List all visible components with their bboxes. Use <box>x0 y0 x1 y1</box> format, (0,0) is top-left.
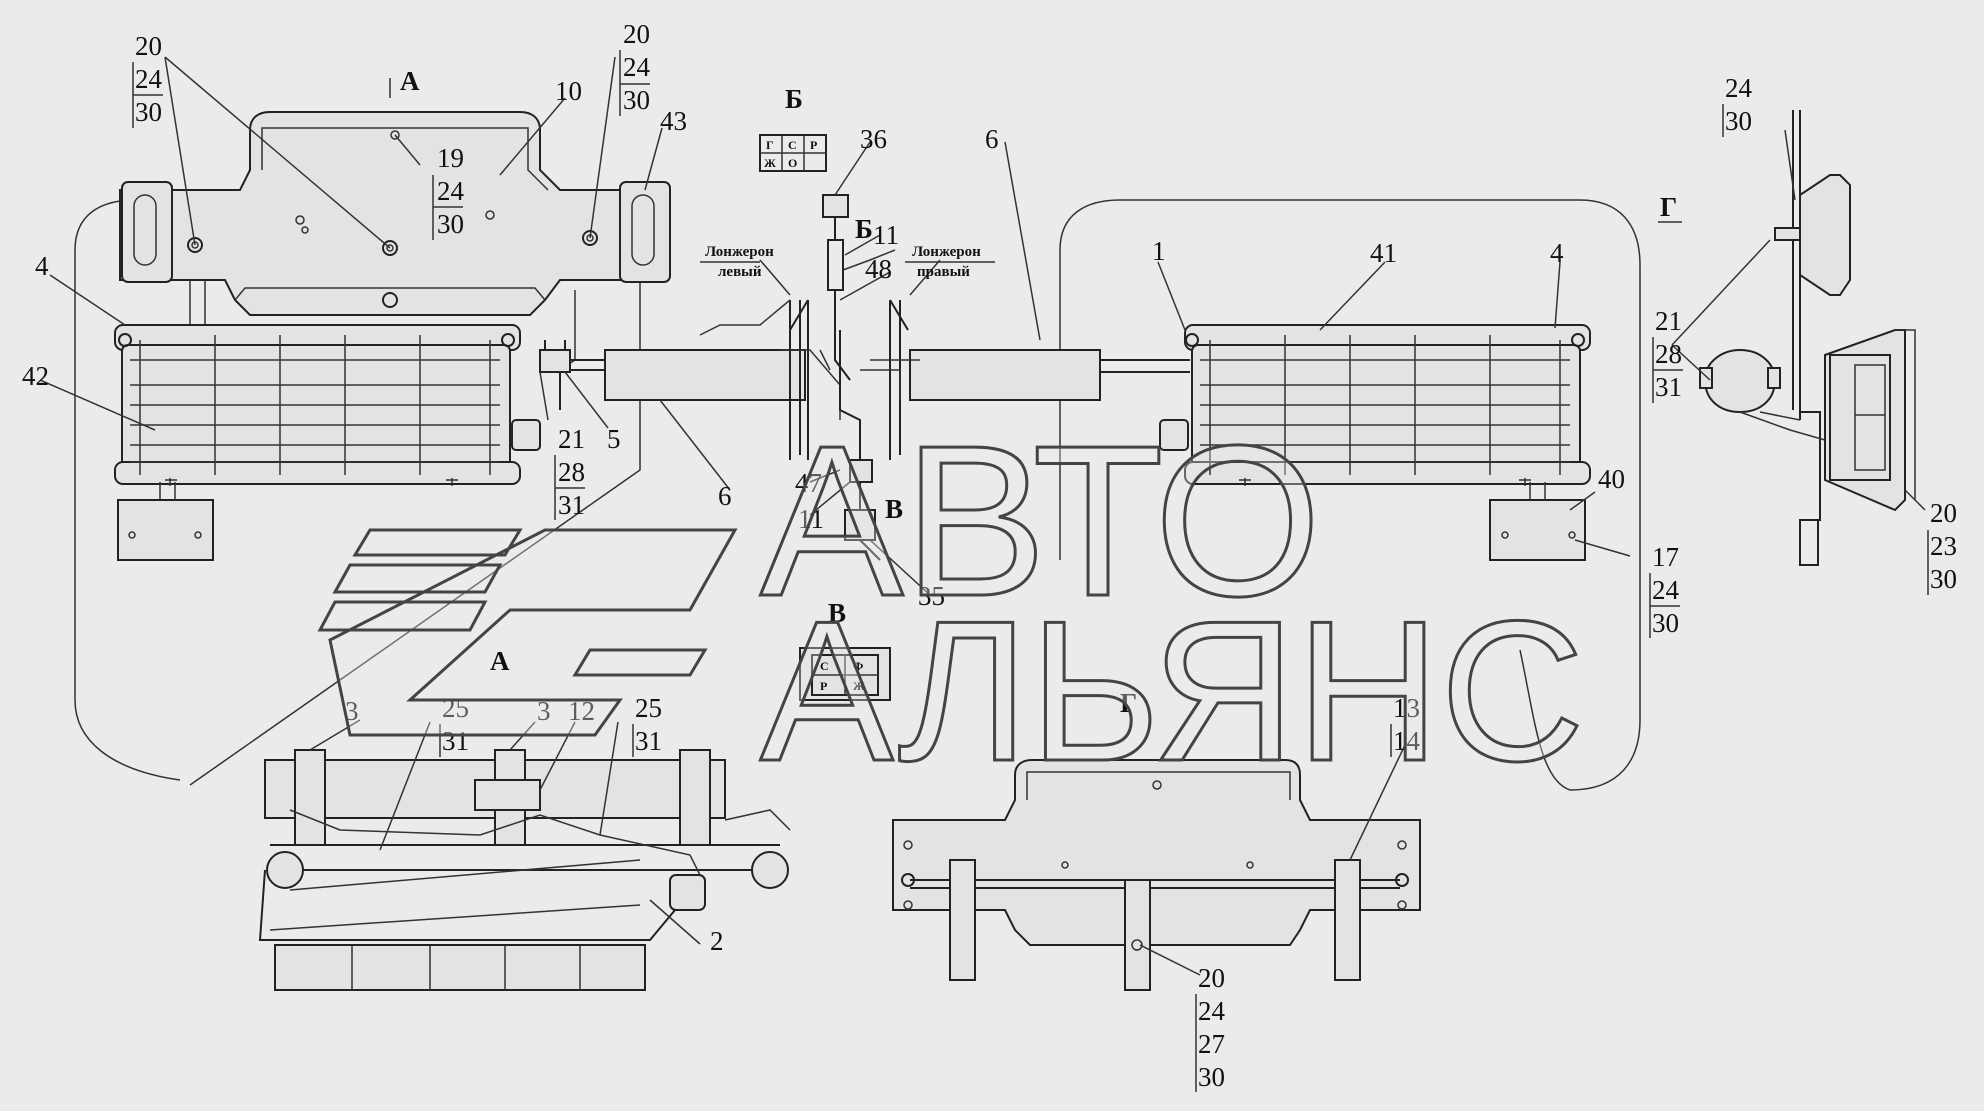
callout-24-tl: 24 <box>135 64 163 94</box>
callout-10: 10 <box>555 76 582 106</box>
callout-24-right: 24 <box>1725 73 1753 103</box>
callout-42: 42 <box>22 361 49 391</box>
conn-b-pin1: Г <box>766 138 774 152</box>
conn-v-pin1: С <box>820 659 829 673</box>
longeron-left-label1: Лонжерон <box>705 244 774 260</box>
callout-3-mid: 3 <box>537 696 551 726</box>
conn-v-pin4: Ж <box>853 679 865 693</box>
callout-24-bottom: 24 <box>1198 996 1226 1026</box>
callout-30-right-b: 30 <box>1930 564 1957 594</box>
callout-20-tl: 20 <box>135 31 162 61</box>
cab-outline-right <box>1059 199 1641 791</box>
watermark-line1: АВТО <box>760 400 1321 641</box>
longeron-left-label2: левый <box>718 264 762 280</box>
callout-19: 19 <box>437 143 464 173</box>
callout-23-right: 23 <box>1930 531 1957 561</box>
callout-2: 2 <box>710 926 724 956</box>
callout-13: 13 <box>1393 693 1420 723</box>
callout-40: 40 <box>1598 464 1625 494</box>
section-label-g-right: Г <box>1660 192 1677 222</box>
callout-28-left: 28 <box>558 457 585 487</box>
section-label-v-bottom: В <box>828 598 846 628</box>
mount-plate-g <box>892 759 1421 991</box>
work-lamp-left <box>114 324 541 561</box>
callout-25-right: 25 <box>635 693 662 723</box>
watermark-logo <box>317 528 738 737</box>
callout-17: 17 <box>1652 542 1679 572</box>
section-label-a-bottom: А <box>490 646 510 676</box>
connector-v-assembly <box>844 440 881 561</box>
callout-20-bottom: 20 <box>1198 963 1225 993</box>
conn-b-pin5: О <box>788 156 797 170</box>
conn-v-pin3: Р <box>820 679 827 693</box>
callout-24-17: 24 <box>1652 575 1680 605</box>
longeron-right-label2: правый <box>917 264 970 280</box>
section-label-v-mid: В <box>885 494 903 524</box>
callout-4-right: 4 <box>1550 238 1564 268</box>
callout-47: 47 <box>795 468 822 498</box>
callout-36: 36 <box>860 124 887 154</box>
callout-30-19: 30 <box>437 209 464 239</box>
callout-11-mid: 11 <box>798 504 824 534</box>
callout-31-left-b: 31 <box>442 726 469 756</box>
conn-b-pin3: Р <box>810 138 817 152</box>
callouts: 20 24 30 20 24 30 10 19 24 30 43 4 42 21… <box>22 19 1957 1092</box>
callout-11-top: 11 <box>873 220 899 250</box>
callout-31-right: 31 <box>1655 372 1682 402</box>
work-lamp-right <box>1159 324 1591 561</box>
callout-20-tr: 20 <box>623 19 650 49</box>
callout-6-right: 6 <box>985 124 999 154</box>
section-label-a-top: А <box>400 66 420 96</box>
section-label-b-mid: Б <box>855 214 873 244</box>
watermark: АВТО АЛЬЯНС <box>317 399 1586 805</box>
callout-21-right: 21 <box>1655 306 1682 336</box>
longeron-right-label1: Лонжерон <box>912 244 981 260</box>
callout-3-left: 3 <box>345 696 359 726</box>
callout-27-bottom: 27 <box>1198 1029 1225 1059</box>
callout-30-17: 30 <box>1652 608 1679 638</box>
callout-41: 41 <box>1370 238 1397 268</box>
leader-lines <box>39 56 1926 976</box>
callout-30-bottom: 30 <box>1198 1062 1225 1092</box>
callout-25-left: 25 <box>442 693 469 723</box>
callout-1: 1 <box>1152 236 1166 266</box>
callout-30-tr: 30 <box>623 85 650 115</box>
connector-b-table: Г С Р Ж О <box>759 134 827 172</box>
callout-6-left: 6 <box>718 481 732 511</box>
callout-48: 48 <box>865 254 892 284</box>
conn-b-pin4: Ж <box>764 156 776 170</box>
conn-v-pin2: Ф <box>853 659 863 673</box>
mount-plate-a <box>119 111 671 371</box>
connector-v-table: С Ф Р Ж <box>799 647 891 701</box>
section-label-g-bottom: Г <box>1120 688 1137 718</box>
watermark-line2: АЛЬЯНС <box>760 580 1585 803</box>
side-view-g <box>1699 110 1916 566</box>
callout-24-tr: 24 <box>623 52 651 82</box>
callout-5: 5 <box>607 424 621 454</box>
callout-30-tl: 30 <box>135 97 162 127</box>
callout-30-right: 30 <box>1725 106 1752 136</box>
callout-28-right: 28 <box>1655 339 1682 369</box>
callout-31-left: 31 <box>558 490 585 520</box>
harness-6 <box>570 349 1190 401</box>
callout-35: 35 <box>918 581 945 611</box>
section-label-b-top: Б <box>785 84 803 114</box>
conn-b-pin2: С <box>788 138 797 152</box>
callout-31-right-b: 31 <box>635 726 662 756</box>
connector-b-assembly <box>822 194 896 381</box>
callout-4-left: 4 <box>35 251 49 281</box>
callout-24-19: 24 <box>437 176 465 206</box>
callout-14: 14 <box>1393 726 1421 756</box>
callout-21-left: 21 <box>558 424 585 454</box>
callout-20-right: 20 <box>1930 498 1957 528</box>
callout-43: 43 <box>660 106 687 136</box>
